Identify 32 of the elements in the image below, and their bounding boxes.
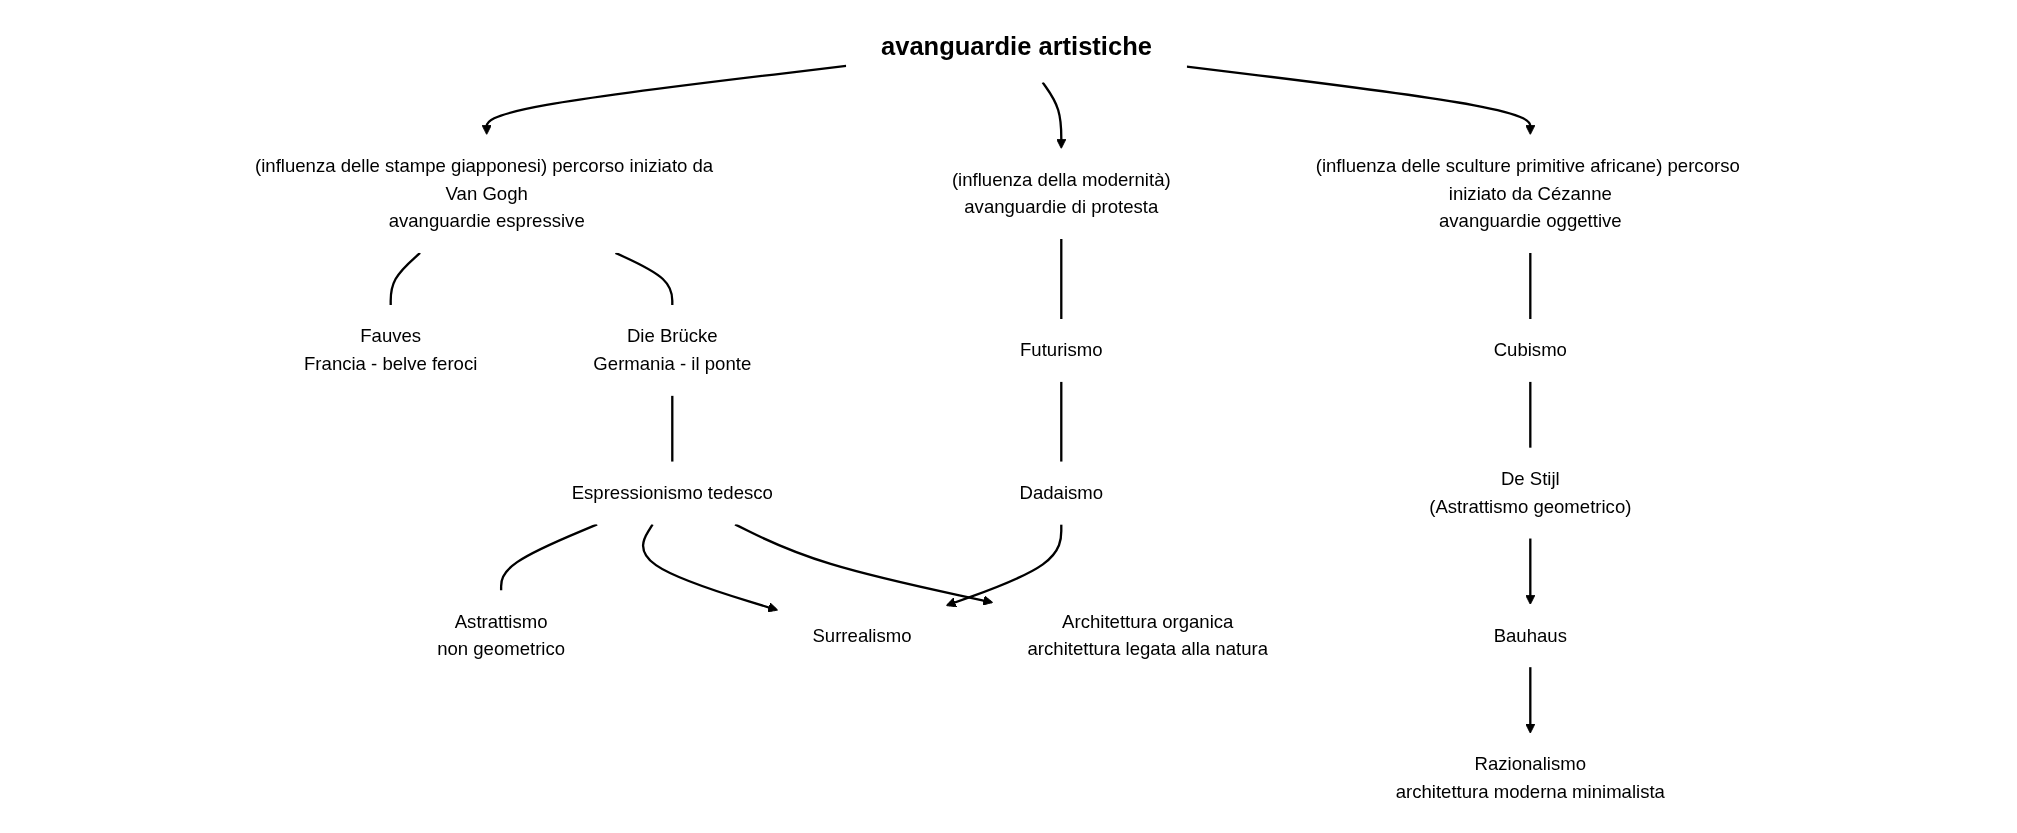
node-text: Surrealismo bbox=[812, 625, 912, 646]
node-text: Die Brücke Germania - il ponte bbox=[593, 326, 752, 374]
connector bbox=[671, 395, 674, 462]
node-text: Fauves Francia - belve feroci bbox=[304, 326, 478, 374]
node-text: (influenza delle sculture primitive africane) percorso iniziato da Cézanne avanguardie oggettive bbox=[1315, 155, 1740, 231]
node-text: Architettura organica architettura legata alla natura bbox=[1027, 611, 1268, 659]
connector bbox=[1060, 381, 1063, 462]
connector bbox=[499, 523, 598, 591]
node-text: (influenza della modernità) avanguardie di protesta bbox=[951, 169, 1171, 217]
arrow bbox=[945, 524, 1063, 608]
connector bbox=[1529, 252, 1532, 320]
connector bbox=[1529, 381, 1532, 448]
node-text: Bauhaus bbox=[1493, 625, 1567, 646]
node-text: Cubismo bbox=[1493, 339, 1567, 360]
node-text: (influenza delle stampe giapponesi) percorso iniziato da Van Gogh avanguardie espressive bbox=[255, 155, 714, 231]
arrow bbox=[642, 523, 779, 613]
arrow bbox=[1041, 81, 1067, 149]
arrow bbox=[1186, 65, 1536, 136]
connector bbox=[389, 252, 421, 306]
node-text: De Stijl (Astrattismo geometrico) bbox=[1429, 468, 1632, 517]
node-text: Razionalismo architettura moderna minimalista bbox=[1395, 754, 1665, 802]
connector bbox=[1060, 239, 1063, 320]
arrow bbox=[734, 523, 994, 606]
arrow bbox=[481, 64, 847, 136]
node-text: Dadaismo bbox=[1019, 482, 1104, 503]
connector bbox=[615, 251, 674, 306]
arrow bbox=[1525, 538, 1536, 605]
node-text: avanguardie artistiche bbox=[881, 31, 1152, 61]
node-text: Futurismo bbox=[1020, 339, 1103, 360]
node-text: Astrattismo non geometrico bbox=[437, 611, 566, 659]
arrow bbox=[1525, 667, 1536, 734]
node-text: Espressionismo tedesco bbox=[571, 482, 773, 503]
